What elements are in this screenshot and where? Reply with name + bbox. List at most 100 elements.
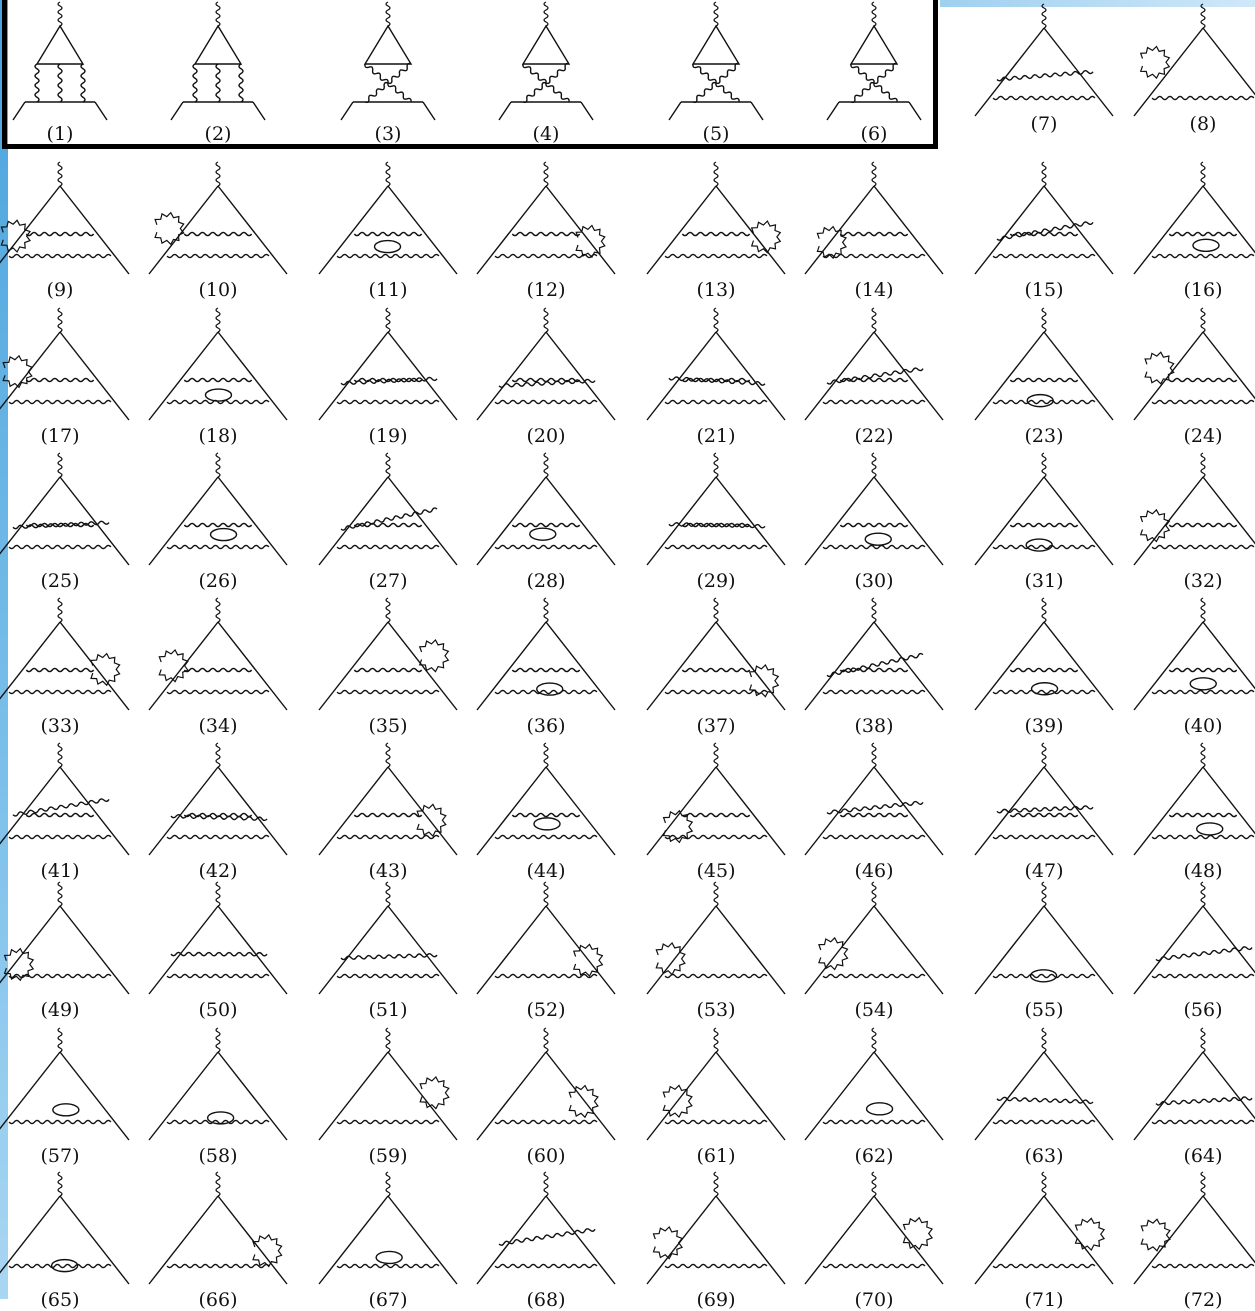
diagram-69-graphic [641, 1170, 791, 1288]
diagram-label: (44) [471, 861, 621, 881]
diagram-label: (31) [969, 571, 1119, 591]
diagram-17: (17) [0, 306, 135, 434]
diagram-59: (59) [313, 1026, 463, 1154]
diagram-61: (61) [641, 1026, 791, 1154]
diagram-10-graphic [143, 160, 293, 278]
diagram-48-graphic [1128, 741, 1255, 859]
diagram-label: (60) [471, 1146, 621, 1166]
diagram-8: (8) [1128, 2, 1255, 130]
diagram-15: (15) [969, 160, 1119, 288]
diagram-30: (30) [799, 451, 949, 579]
diagram-23-graphic [969, 306, 1119, 424]
diagram-label: (40) [1128, 716, 1255, 736]
diagram-28-graphic [471, 451, 621, 569]
diagram-label: (19) [313, 426, 463, 446]
diagram-67: (67) [313, 1170, 463, 1298]
diagram-label: (51) [313, 1000, 463, 1020]
diagram-label: (23) [969, 426, 1119, 446]
diagram-label: (16) [1128, 280, 1255, 300]
diagram-22-graphic [799, 306, 949, 424]
diagram-label: (32) [1128, 571, 1255, 591]
diagram-label: (65) [0, 1290, 135, 1310]
diagram-label: (21) [641, 426, 791, 446]
diagram-37: (37) [641, 596, 791, 724]
diagram-50: (50) [143, 880, 293, 1008]
diagram-18-graphic [143, 306, 293, 424]
diagram-11-graphic [313, 160, 463, 278]
diagram-label: (72) [1128, 1290, 1255, 1310]
diagram-55: (55) [969, 880, 1119, 1008]
diagram-44: (44) [471, 741, 621, 869]
diagram-60-graphic [471, 1026, 621, 1144]
diagram-71-graphic [969, 1170, 1119, 1288]
diagram-label: (15) [969, 280, 1119, 300]
diagram-label: (11) [313, 280, 463, 300]
diagram-label: (55) [969, 1000, 1119, 1020]
diagram-72: (72) [1128, 1170, 1255, 1298]
diagram-33: (33) [0, 596, 135, 724]
diagram-68: (68) [471, 1170, 621, 1298]
diagram-label: (48) [1128, 861, 1255, 881]
diagram-43: (43) [313, 741, 463, 869]
diagram-label: (70) [799, 1290, 949, 1310]
diagram-12: (12) [471, 160, 621, 288]
diagram-27: (27) [313, 451, 463, 579]
diagram-label: (52) [471, 1000, 621, 1020]
diagram-63-graphic [969, 1026, 1119, 1144]
diagram-65-graphic [0, 1170, 135, 1288]
diagram-29-graphic [641, 451, 791, 569]
diagram-label: (56) [1128, 1000, 1255, 1020]
diagram-25-graphic [0, 451, 135, 569]
diagram-28: (28) [471, 451, 621, 579]
diagram-label: (17) [0, 426, 135, 446]
diagram-label: (54) [799, 1000, 949, 1020]
diagram-41-graphic [0, 741, 135, 859]
diagram-label: (8) [1128, 114, 1255, 134]
diagram-label: (35) [313, 716, 463, 736]
diagram-63: (63) [969, 1026, 1119, 1154]
diagram-59-graphic [313, 1026, 463, 1144]
diagram-12-graphic [471, 160, 621, 278]
diagram-18: (18) [143, 306, 293, 434]
diagram-57: (57) [0, 1026, 135, 1154]
diagram-label: (66) [143, 1290, 293, 1310]
diagram-label: (28) [471, 571, 621, 591]
diagram-label: (62) [799, 1146, 949, 1166]
diagram-47: (47) [969, 741, 1119, 869]
diagram-label: (13) [641, 280, 791, 300]
diagram-45-graphic [641, 741, 791, 859]
diagram-21-graphic [641, 306, 791, 424]
diagram-label: (67) [313, 1290, 463, 1310]
diagram-7: (7) [969, 2, 1119, 130]
diagram-label: (50) [143, 1000, 293, 1020]
diagram-69: (69) [641, 1170, 791, 1298]
diagram-label: (47) [969, 861, 1119, 881]
diagram-39: (39) [969, 596, 1119, 724]
diagram-52: (52) [471, 880, 621, 1008]
diagram-label: (22) [799, 426, 949, 446]
diagram-label: (71) [969, 1290, 1119, 1310]
diagram-label: (64) [1128, 1146, 1255, 1166]
diagram-40: (40) [1128, 596, 1255, 724]
diagram-label: (10) [143, 280, 293, 300]
diagram-label: (41) [0, 861, 135, 881]
diagram-19: (19) [313, 306, 463, 434]
diagram-34: (34) [143, 596, 293, 724]
diagram-17-graphic [0, 306, 135, 424]
diagram-70: (70) [799, 1170, 949, 1298]
diagram-57-graphic [0, 1026, 135, 1144]
diagram-35: (35) [313, 596, 463, 724]
diagram-label: (39) [969, 716, 1119, 736]
diagram-52-graphic [471, 880, 621, 998]
diagram-71: (71) [969, 1170, 1119, 1298]
diagram-62-graphic [799, 1026, 949, 1144]
diagram-51: (51) [313, 880, 463, 1008]
diagram-26-graphic [143, 451, 293, 569]
diagram-label: (12) [471, 280, 621, 300]
diagram-31: (31) [969, 451, 1119, 579]
diagram-36: (36) [471, 596, 621, 724]
diagram-label: (27) [313, 571, 463, 591]
highlight-box [2, 0, 938, 149]
diagram-label: (34) [143, 716, 293, 736]
diagram-46: (46) [799, 741, 949, 869]
